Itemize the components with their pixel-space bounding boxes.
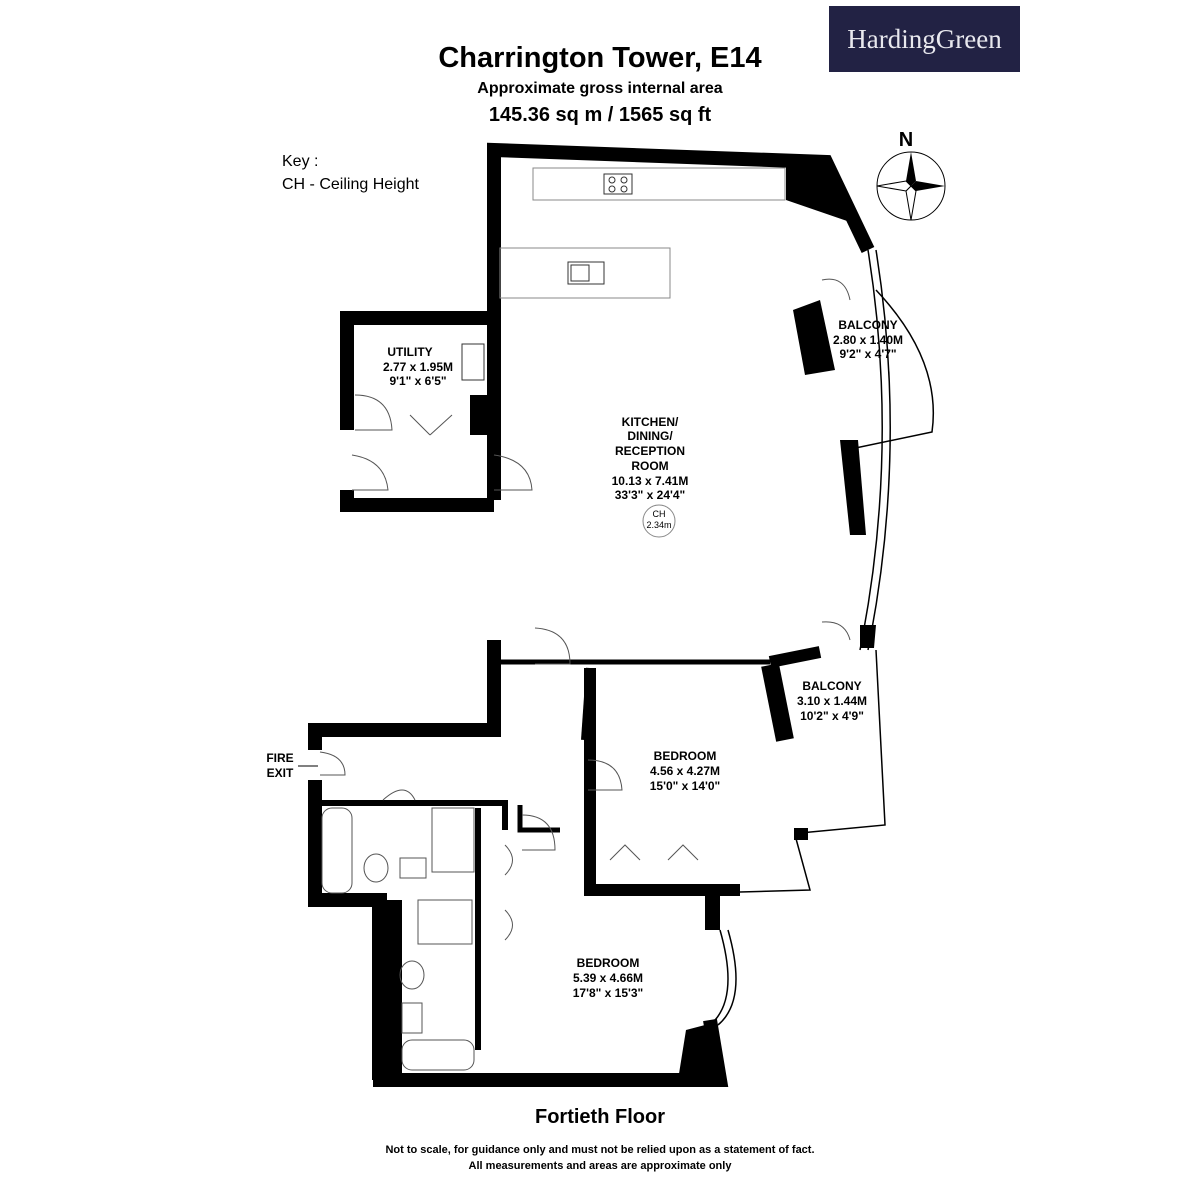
svg-text:2.34m: 2.34m <box>646 520 671 530</box>
key-title: Key : <box>282 153 319 170</box>
svg-text:15'0" x 14'0": 15'0" x 14'0" <box>650 779 720 793</box>
agency-logo: HardingGreen <box>829 6 1020 72</box>
svg-text:UTILITY: UTILITY <box>387 345 432 359</box>
svg-text:EXIT: EXIT <box>267 766 294 780</box>
bathroom-fixtures <box>321 807 475 1071</box>
svg-text:CH: CH <box>653 509 666 519</box>
compass-icon: N <box>876 129 946 221</box>
svg-text:BEDROOM: BEDROOM <box>577 956 640 970</box>
basin-icon-2 <box>401 1002 423 1034</box>
disclaimer-2: All measurements and areas are approxima… <box>468 1160 732 1172</box>
basin-icon <box>399 857 427 879</box>
area-subtitle: Approximate gross internal area <box>477 80 723 97</box>
svg-text:FIRE: FIRE <box>266 751 293 765</box>
svg-text:2.80 x 1.40M: 2.80 x 1.40M <box>833 333 903 347</box>
glazing <box>709 249 935 1026</box>
hob-icon <box>603 173 633 195</box>
page-title: Charrington Tower, E14 <box>438 42 762 74</box>
svg-text:10'2" x 4'9": 10'2" x 4'9" <box>800 709 864 723</box>
fire-exit-label: FIRE EXIT <box>266 751 318 780</box>
svg-text:2.77 x 1.95M: 2.77 x 1.95M <box>383 360 453 374</box>
disclaimer: Not to scale, for guidance only and must… <box>385 1144 815 1156</box>
compass-north-label: N <box>899 129 913 151</box>
shower-icon <box>431 807 475 873</box>
utility-label: UTILITY 2.77 x 1.95M 9'1" x 6'5" <box>383 345 453 388</box>
svg-text:KITCHEN/: KITCHEN/ <box>622 415 679 429</box>
svg-text:3.10 x 1.44M: 3.10 x 1.44M <box>797 694 867 708</box>
kitchen-label: KITCHEN/ DINING/ RECEPTION ROOM 10.13 x … <box>612 415 689 538</box>
svg-text:BALCONY: BALCONY <box>838 318 897 332</box>
svg-text:RECEPTION: RECEPTION <box>615 444 685 458</box>
sink-icon <box>567 261 605 285</box>
balcony-2-label: BALCONY 3.10 x 1.44M 10'2" x 4'9" <box>797 679 867 723</box>
svg-text:5.39 x 4.66M: 5.39 x 4.66M <box>573 971 643 985</box>
svg-text:BALCONY: BALCONY <box>802 679 861 693</box>
key-legend: Key : CH - Ceiling Height <box>282 150 419 196</box>
svg-text:10.13 x 7.41M: 10.13 x 7.41M <box>612 474 689 488</box>
kitchen-counter <box>499 167 786 299</box>
bedroom-1-label: BEDROOM 4.56 x 4.27M 15'0" x 14'0" <box>650 749 720 793</box>
svg-text:4.56 x 4.27M: 4.56 x 4.27M <box>650 764 720 778</box>
area-value: 145.36 sq m / 1565 sq ft <box>488 104 712 126</box>
balcony-1-label: BALCONY 2.80 x 1.40M 9'2" x 4'7" <box>833 318 903 361</box>
shower-icon-2 <box>417 899 473 945</box>
doors <box>319 278 851 941</box>
wall-blocks <box>372 160 876 1080</box>
svg-text:9'1" x 6'5": 9'1" x 6'5" <box>389 374 446 388</box>
utility-sink-icon <box>461 343 485 381</box>
svg-text:17'8" x 15'3": 17'8" x 15'3" <box>573 986 643 1000</box>
bathtub-icon-2 <box>401 1039 475 1071</box>
toilet-icon <box>363 853 389 883</box>
svg-text:BEDROOM: BEDROOM <box>654 749 717 763</box>
floor-label: Fortieth Floor <box>535 1106 665 1128</box>
toilet-icon-2 <box>399 960 425 990</box>
svg-text:9'2" x 4'7": 9'2" x 4'7" <box>839 347 896 361</box>
bedroom-2-label: BEDROOM 5.39 x 4.66M 17'8" x 15'3" <box>573 956 643 1000</box>
key-item: CH - Ceiling Height <box>282 176 419 193</box>
ceiling-height-badge <box>642 504 676 538</box>
svg-text:DINING/: DINING/ <box>627 429 673 443</box>
bathtub-icon <box>321 807 353 894</box>
svg-text:33'3" x 24'4": 33'3" x 24'4" <box>615 488 685 502</box>
svg-text:ROOM: ROOM <box>631 459 668 473</box>
